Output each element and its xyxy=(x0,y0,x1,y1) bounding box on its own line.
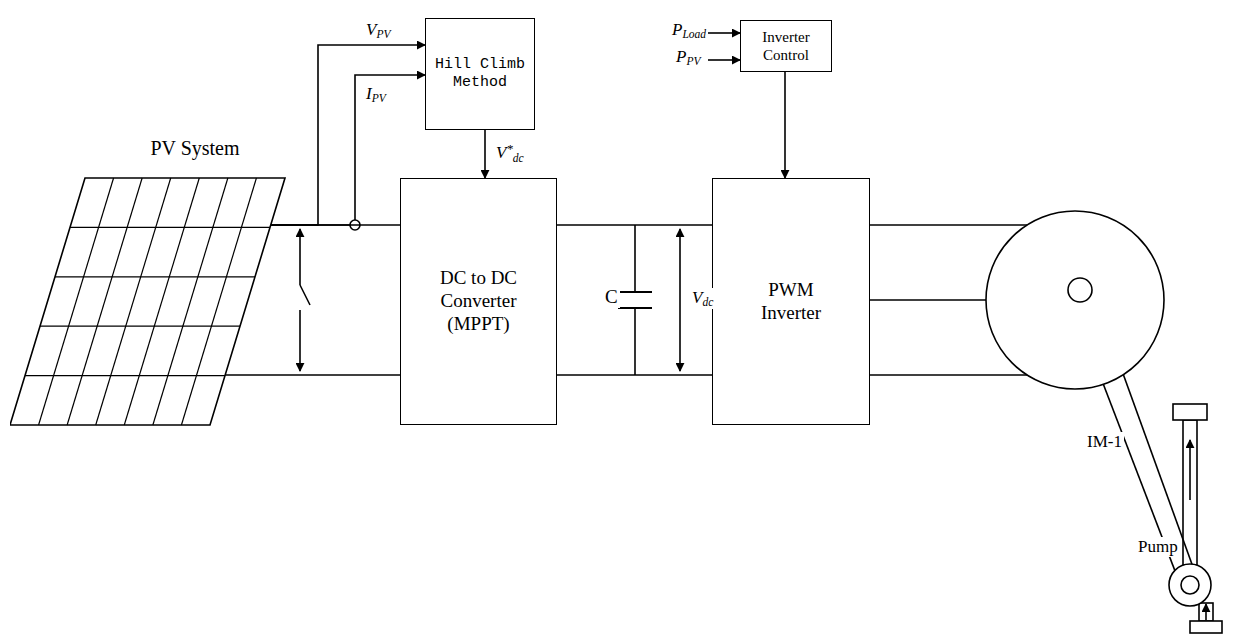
motor-shaft xyxy=(1068,278,1092,302)
cell-line xyxy=(124,178,199,425)
flow-arrow xyxy=(1205,604,1207,620)
control-box: Inverter Control xyxy=(740,20,832,72)
signal-name: PPV xyxy=(674,47,703,68)
capacitor-plate xyxy=(618,291,652,293)
signal-name: V*dc xyxy=(494,142,526,165)
pv-panel xyxy=(10,135,295,427)
connector-line xyxy=(484,130,486,178)
capacitor-wire xyxy=(634,225,636,292)
water-pump: Pump xyxy=(1168,563,1212,607)
connector xyxy=(557,225,712,375)
connector-line xyxy=(784,72,786,178)
box-label: Hill Climb Method xyxy=(432,56,528,92)
component-label: C xyxy=(603,286,620,308)
signal-name: IPV xyxy=(364,84,388,105)
panel-outline xyxy=(10,178,285,425)
cell-line xyxy=(39,178,114,425)
box-label: DC to DC Converter (MPPT) xyxy=(419,267,539,335)
mppt-controller: Hill Climb Method xyxy=(425,18,535,130)
cell-line xyxy=(96,178,171,425)
cell-line xyxy=(181,178,256,425)
connector-line xyxy=(870,299,986,301)
flow-arrow xyxy=(1189,440,1191,500)
signal-name: VPV xyxy=(364,20,393,41)
pipe-cap xyxy=(1173,404,1207,420)
box-label: Inverter Control xyxy=(746,28,826,64)
inlet-pipe xyxy=(1199,603,1213,621)
signal-arrow xyxy=(708,59,740,61)
cell-line xyxy=(153,178,228,425)
connector xyxy=(785,72,786,178)
box-label: PWM Inverter xyxy=(736,279,846,325)
signal-arrow xyxy=(708,32,740,34)
node-heading: Pump xyxy=(1136,537,1180,557)
node-heading: IM-1 xyxy=(1085,432,1124,452)
connector-line xyxy=(271,224,400,226)
cell-line xyxy=(25,375,225,376)
switch-blade xyxy=(300,285,310,305)
motor-outline xyxy=(985,210,1165,390)
signal-name: PLoad xyxy=(670,20,708,41)
cell-line xyxy=(55,276,255,277)
cell-line xyxy=(40,326,240,327)
motor-circle xyxy=(986,211,1164,389)
connector-line xyxy=(870,224,1027,226)
signal-name: Vdc xyxy=(690,288,715,309)
connector-line xyxy=(225,374,400,376)
voltage-arrow xyxy=(299,310,301,371)
pv-array: PV System xyxy=(10,135,295,427)
pipe-cap xyxy=(1190,621,1222,633)
voltage-arrow xyxy=(299,229,301,285)
connector-line xyxy=(557,374,712,376)
cell-line xyxy=(67,178,142,425)
cell-line xyxy=(70,227,270,228)
induction-motor: IM-1 xyxy=(985,210,1165,390)
converter-box: DC to DC Converter (MPPT) xyxy=(400,178,557,425)
connector xyxy=(485,130,486,178)
pump-hub xyxy=(1181,576,1199,594)
voltage-arrow xyxy=(679,229,681,371)
pump-casing xyxy=(1169,564,1211,606)
connector-line xyxy=(870,374,1027,376)
inverter-box: PWM Inverter xyxy=(712,178,870,425)
connector-line xyxy=(557,224,712,226)
capacitor-wire xyxy=(634,308,636,375)
node-heading: PV System xyxy=(148,137,241,160)
pump-outline xyxy=(1168,563,1212,607)
